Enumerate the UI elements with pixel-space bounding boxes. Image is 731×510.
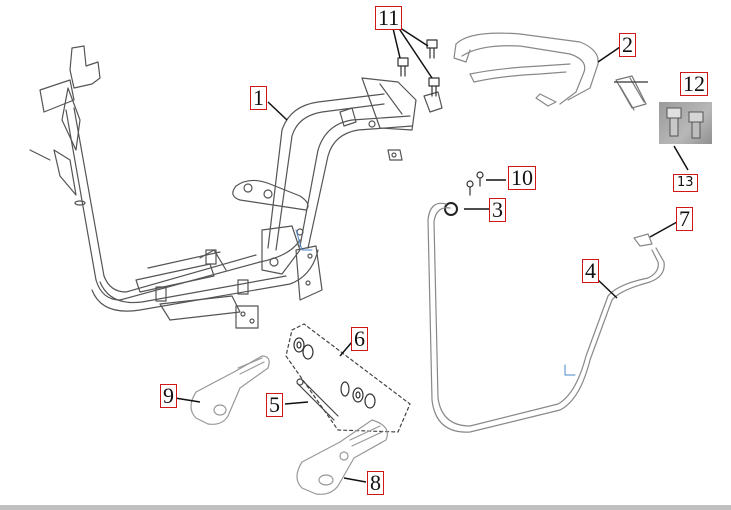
pivot-shaft-drawing bbox=[296, 378, 339, 421]
washer-kit-outline bbox=[285, 323, 411, 433]
callout-13: 13 bbox=[673, 174, 698, 192]
callout-3: 3 bbox=[489, 198, 506, 222]
callout-4: 4 bbox=[582, 259, 599, 283]
washers-drawing bbox=[293, 337, 376, 409]
cable-harness-drawing bbox=[427, 202, 665, 433]
callout-8: 8 bbox=[367, 471, 384, 495]
grommet-drawing bbox=[444, 202, 458, 216]
bottom-border-bar bbox=[0, 505, 731, 510]
callout-11: 11 bbox=[375, 6, 403, 30]
callout-1: 1 bbox=[250, 86, 267, 110]
callout-12: 12 bbox=[680, 72, 708, 96]
flange-bolts-photo bbox=[659, 102, 712, 144]
callout-7: 7 bbox=[676, 207, 693, 231]
callout-10: 10 bbox=[508, 166, 536, 190]
leader-lines bbox=[174, 23, 689, 483]
callout-2: 2 bbox=[619, 33, 636, 57]
grab-rail-drawing bbox=[453, 32, 599, 107]
mounting-bolts-drawing bbox=[397, 39, 440, 97]
small-screws-drawing bbox=[466, 171, 484, 196]
callout-6: 6 bbox=[351, 327, 368, 351]
right-footrest-drawing bbox=[296, 419, 388, 495]
callout-5: 5 bbox=[266, 393, 283, 417]
main-frame-drawing bbox=[29, 45, 443, 329]
clip-bracket-drawing bbox=[615, 75, 647, 111]
callout-9: 9 bbox=[160, 384, 177, 408]
left-footrest-drawing bbox=[190, 355, 270, 425]
